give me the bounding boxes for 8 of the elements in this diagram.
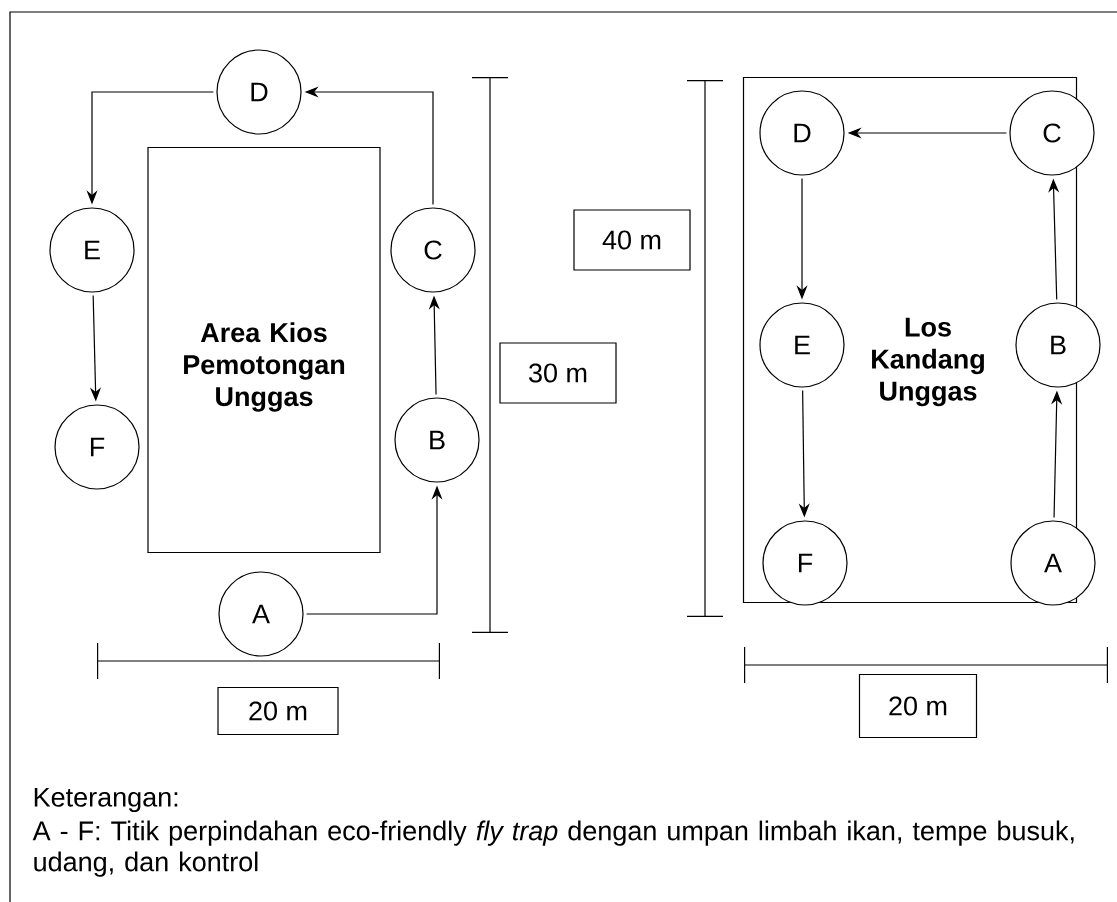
dimension-box: 30 m [499, 342, 617, 404]
area-box: Area Kios Pemotongan Unggas [147, 146, 381, 554]
legend-note: A - F: Titik perpindahan eco-friendly fly trap dengan umpan limbah ikan, tempe busuk, udang, dan kontrol [32, 820, 1074, 877]
legend-heading: Keterangan: [34, 787, 178, 813]
dimension-box: 20 m [858, 673, 978, 739]
node-label: B [1051, 335, 1066, 355]
dimension-box: 20 m [217, 686, 339, 736]
dimension-box: 40 m [573, 209, 691, 271]
